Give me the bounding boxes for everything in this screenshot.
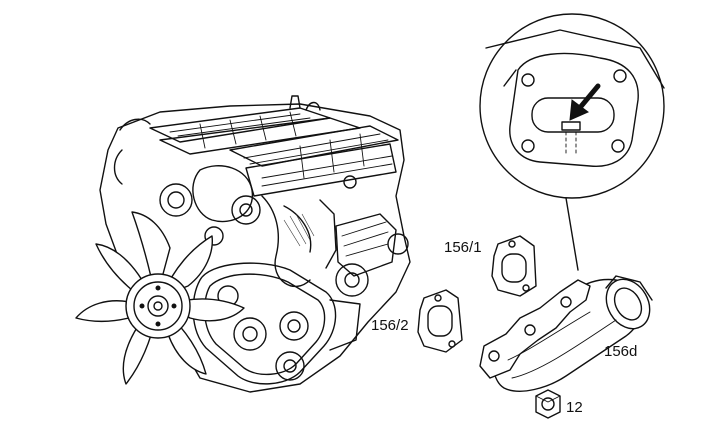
gasket-156-2 — [417, 289, 463, 353]
label-156-2: 156/2 — [371, 317, 409, 334]
detail-callout — [479, 13, 665, 271]
cooling-fan — [75, 211, 245, 385]
label-156d: 156d — [604, 343, 637, 360]
callout-leader-line — [565, 197, 579, 271]
exhaust-manifold-156d — [479, 275, 653, 392]
gasket-156-1 — [491, 235, 537, 297]
label-12: 12 — [566, 399, 583, 416]
nut-12 — [535, 389, 561, 419]
label-156-1: 156/1 — [444, 239, 482, 256]
arrow-down-left-icon — [569, 83, 601, 121]
